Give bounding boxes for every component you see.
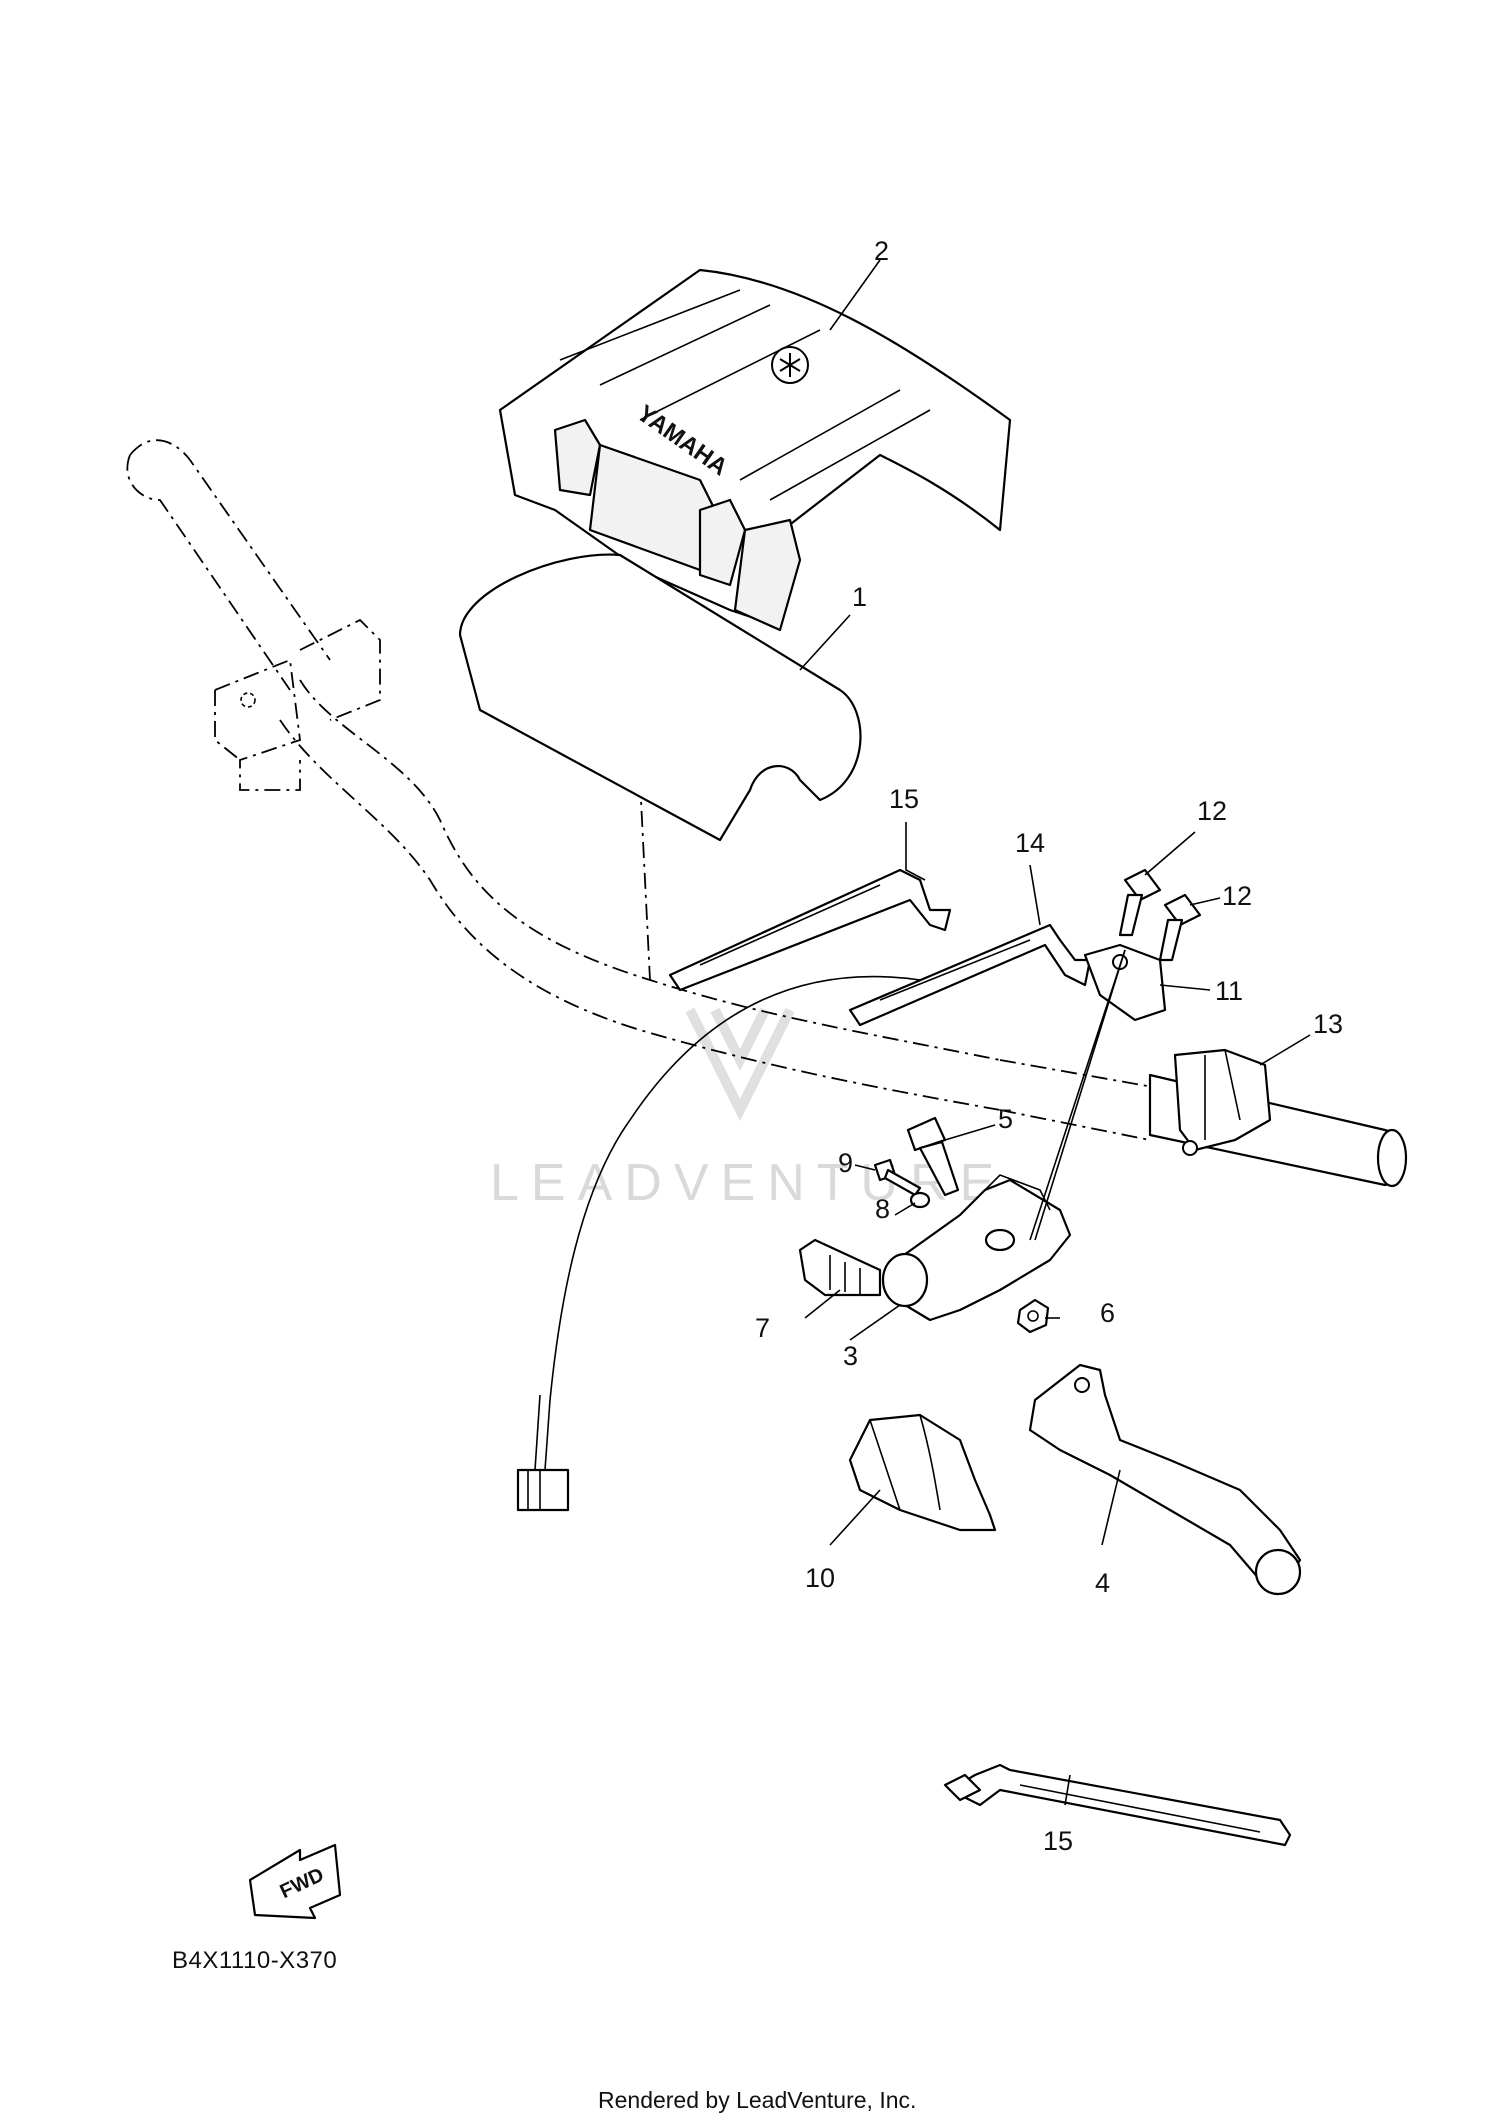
adjuster-7: [798, 1238, 882, 1297]
callout-13: 13: [1313, 1009, 1343, 1039]
callout-12-lower: 12: [1222, 881, 1252, 911]
clamp-11: [1083, 943, 1167, 1022]
handlebar-pad: [458, 553, 862, 842]
callout-7: 7: [755, 1313, 770, 1343]
leader-lines: [799, 259, 1311, 1806]
lever-boot-10: [848, 1413, 997, 1532]
cable-tie-14: [848, 923, 1092, 1027]
callouts: 2 1 15 14 12 12 11 13 5 9 8 7 3 6 10 4 1…: [755, 236, 1343, 1856]
clutch-lever-4: [1028, 1363, 1302, 1596]
callout-15-lower: 15: [1043, 1826, 1073, 1856]
callout-4: 4: [1095, 1568, 1110, 1598]
callout-11: 11: [1215, 976, 1243, 1006]
wire-harness: [516, 975, 921, 1512]
clamp-13: [1173, 1048, 1272, 1156]
callout-15-upper: 15: [889, 784, 919, 814]
callout-3: 3: [843, 1341, 858, 1371]
callout-8: 8: [875, 1194, 890, 1224]
cable-tie-upper: [668, 868, 952, 992]
callout-10: 10: [805, 1563, 835, 1593]
yamaha-tuning-fork-logo: [771, 346, 809, 384]
watermark: LEADVENTURE: [490, 1007, 994, 1212]
callout-5: 5: [998, 1104, 1013, 1134]
bolt-12-lower: [1158, 893, 1202, 962]
callout-12-upper: 12: [1197, 796, 1227, 826]
diagram-code: B4X1110-X370: [172, 1947, 337, 1974]
callout-1: 1: [852, 582, 867, 612]
callout-14: 14: [1015, 828, 1045, 858]
nut-6: [1016, 1298, 1050, 1334]
washer-8: [909, 1191, 931, 1209]
handlebar-phantom: [126, 439, 1171, 1141]
callout-9: 9: [838, 1148, 853, 1178]
bolt-12-upper: [1118, 868, 1162, 937]
screw-9: [873, 1158, 922, 1197]
footer-credit: Rendered by LeadVenture, Inc.: [598, 2087, 916, 2113]
lever-holder-3: [881, 1174, 1072, 1322]
callout-2: 2: [874, 236, 889, 266]
cable-tie-lower: [943, 1763, 1292, 1847]
callout-6: 6: [1100, 1298, 1115, 1328]
pad-cover: YAMAHA: [498, 268, 1012, 632]
fwd-arrow-icon: FWD: [248, 1843, 342, 1920]
